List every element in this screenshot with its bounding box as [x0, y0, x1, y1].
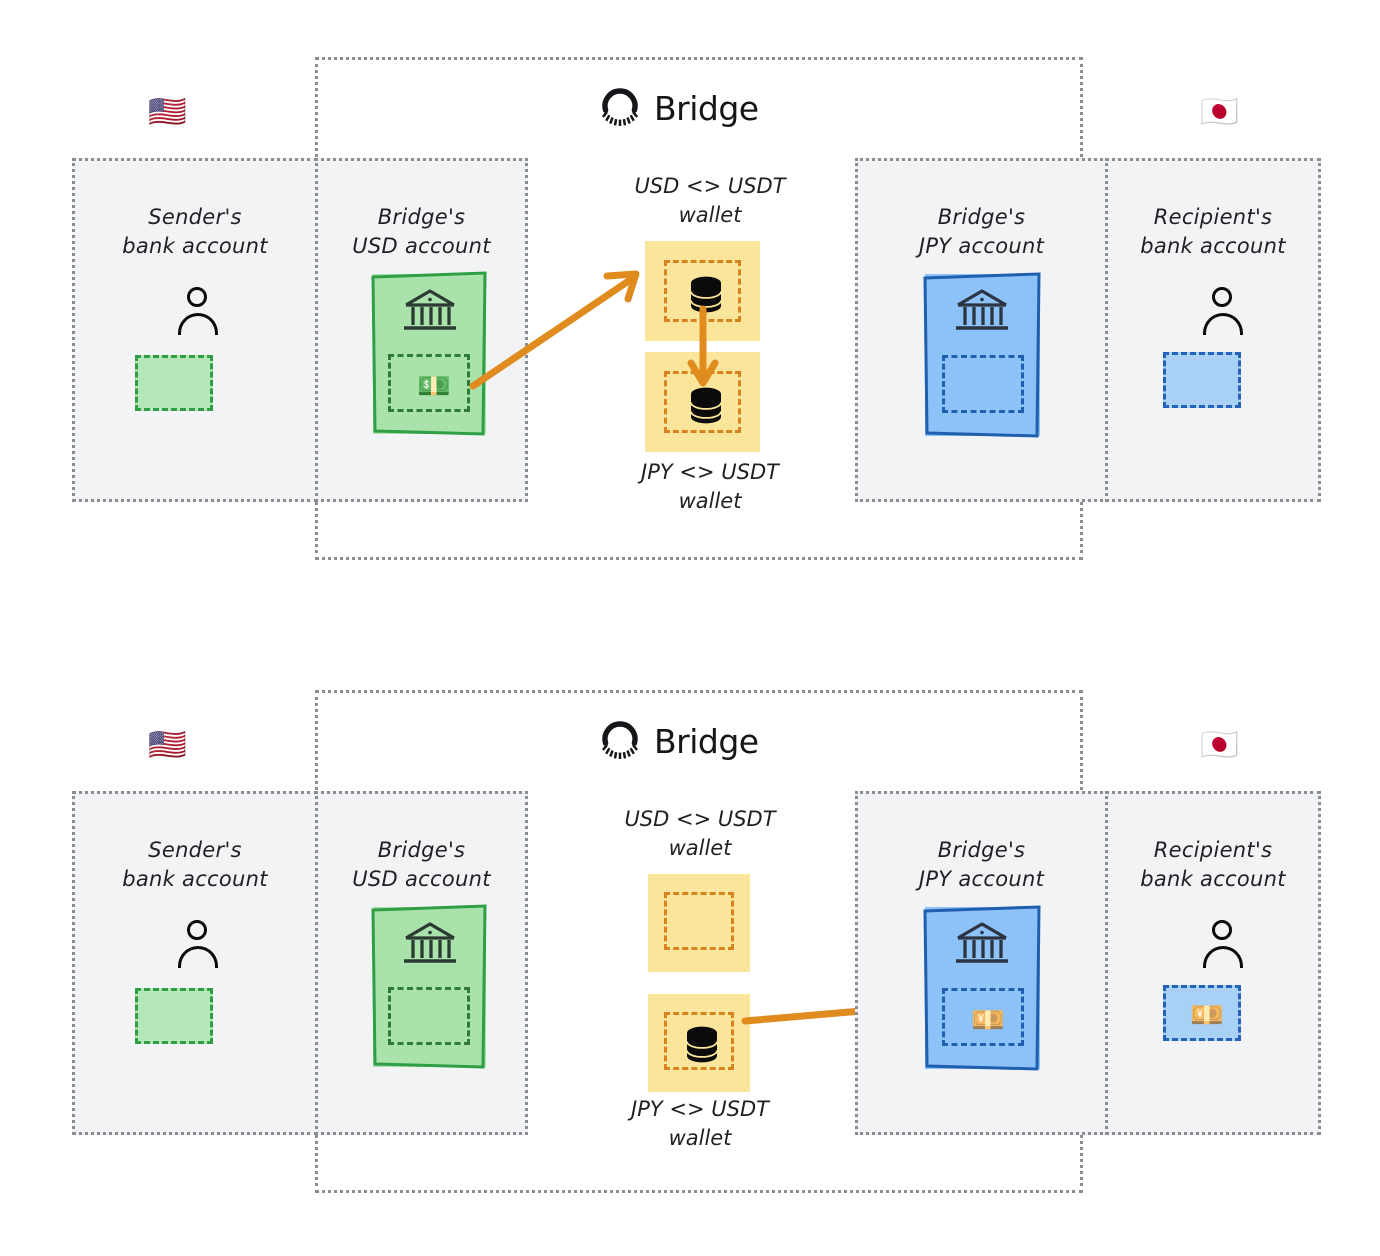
- recipient-tile-content: 💴: [1190, 1000, 1224, 1031]
- person-icon: [1201, 287, 1245, 339]
- bridge-circle-logo-icon: [600, 86, 640, 130]
- coins-icon: [685, 385, 727, 425]
- wallet-jpy-slot: [664, 1012, 734, 1070]
- person-icon: [176, 287, 220, 339]
- panel-title-sender: Sender's bank account: [122, 838, 268, 891]
- panel-title-recipient: Recipient's bank account: [1140, 205, 1286, 258]
- panel-recipient-bank-account: Recipient's bank account 💴: [1105, 791, 1321, 1135]
- bridge-jpy-balance-content: 💴: [971, 1005, 1005, 1036]
- bridge-usd-balance-slot: 💵: [388, 354, 470, 412]
- label-usd-usdt-wallet: USD <> USDT wallet: [634, 174, 786, 227]
- bridge-usd-account-card: [370, 904, 488, 1070]
- wallet-jpy-slot: [664, 371, 741, 433]
- recipient-balance-tile: [1163, 352, 1241, 408]
- recipient-balance-tile: 💴: [1163, 985, 1241, 1041]
- coins-icon: [685, 274, 727, 314]
- panel-title-recipient: Recipient's bank account: [1140, 838, 1286, 891]
- bridge-brand: Bridge: [600, 86, 759, 130]
- person-icon: [1201, 920, 1245, 972]
- panel-bridge-usd-account: Bridge's USD account: [315, 158, 528, 502]
- bank-icon: [954, 287, 1010, 335]
- bridge-jpy-balance-slot: 💴: [942, 988, 1024, 1046]
- jp-flag-icon: 🇯🇵: [1200, 94, 1239, 130]
- wallet-usd-slot: [664, 892, 734, 950]
- label-jpy-usdt-wallet: JPY <> USDT wallet: [631, 1097, 769, 1150]
- sender-balance-tile: [135, 355, 213, 411]
- bank-icon: [402, 287, 458, 335]
- us-flag-icon: 🇺🇸: [148, 94, 187, 130]
- panel-bridge-jpy-account: Bridge's JPY account: [855, 158, 1108, 502]
- panel-sender-bank-account: Sender's bank account: [72, 791, 318, 1135]
- diagram-bottom: 🇺🇸 🇯🇵 Bridge Sender's: [0, 633, 1380, 1241]
- us-flag-icon: 🇺🇸: [148, 727, 187, 763]
- diagram-top: 🇺🇸 🇯🇵 Bridge Sender's: [0, 0, 1380, 608]
- bridge-circle-logo-icon: [600, 719, 640, 763]
- person-icon: [176, 920, 220, 972]
- panel-title-bridge-jpy: Bridge's JPY account: [918, 838, 1045, 891]
- bridge-brand: Bridge: [600, 719, 759, 763]
- panel-bridge-jpy-account: Bridge's JPY account: [855, 791, 1108, 1135]
- label-usd-usdt-wallet: USD <> USDT wallet: [624, 807, 776, 860]
- bridge-jpy-account-card: 💴: [922, 904, 1042, 1072]
- bridge-usd-account-card: 💵: [370, 271, 488, 437]
- coins-icon: [681, 1024, 723, 1064]
- label-jpy-usdt-wallet: JPY <> USDT wallet: [641, 460, 779, 513]
- wallet-usd-usdt: [648, 874, 750, 972]
- arrow-usd-account-to-usd-wallet: [469, 270, 640, 390]
- jp-flag-icon: 🇯🇵: [1200, 727, 1239, 763]
- bridge-brand-name: Bridge: [654, 88, 759, 128]
- wallet-jpy-usdt: [648, 994, 750, 1092]
- sender-balance-tile: [135, 988, 213, 1044]
- bridge-usd-balance-slot: [388, 987, 470, 1045]
- panel-title-bridge-jpy: Bridge's JPY account: [918, 205, 1045, 258]
- bank-icon: [402, 920, 458, 968]
- panel-title-sender: Sender's bank account: [122, 205, 268, 258]
- bridge-brand-name: Bridge: [654, 721, 759, 761]
- bank-icon: [954, 920, 1010, 968]
- panel-recipient-bank-account: Recipient's bank account: [1105, 158, 1321, 502]
- panel-sender-bank-account: Sender's bank account: [72, 158, 318, 502]
- panel-bridge-usd-account: Bridge's USD account: [315, 791, 528, 1135]
- bridge-jpy-balance-slot: [942, 355, 1024, 413]
- arrow-usd-wallet-to-jpy-wallet: [687, 305, 719, 387]
- bridge-jpy-account-card: [922, 271, 1042, 439]
- bridge-usd-balance-content: 💵: [417, 371, 451, 402]
- panel-title-bridge-usd: Bridge's USD account: [352, 838, 491, 891]
- panel-title-bridge-usd: Bridge's USD account: [352, 205, 491, 258]
